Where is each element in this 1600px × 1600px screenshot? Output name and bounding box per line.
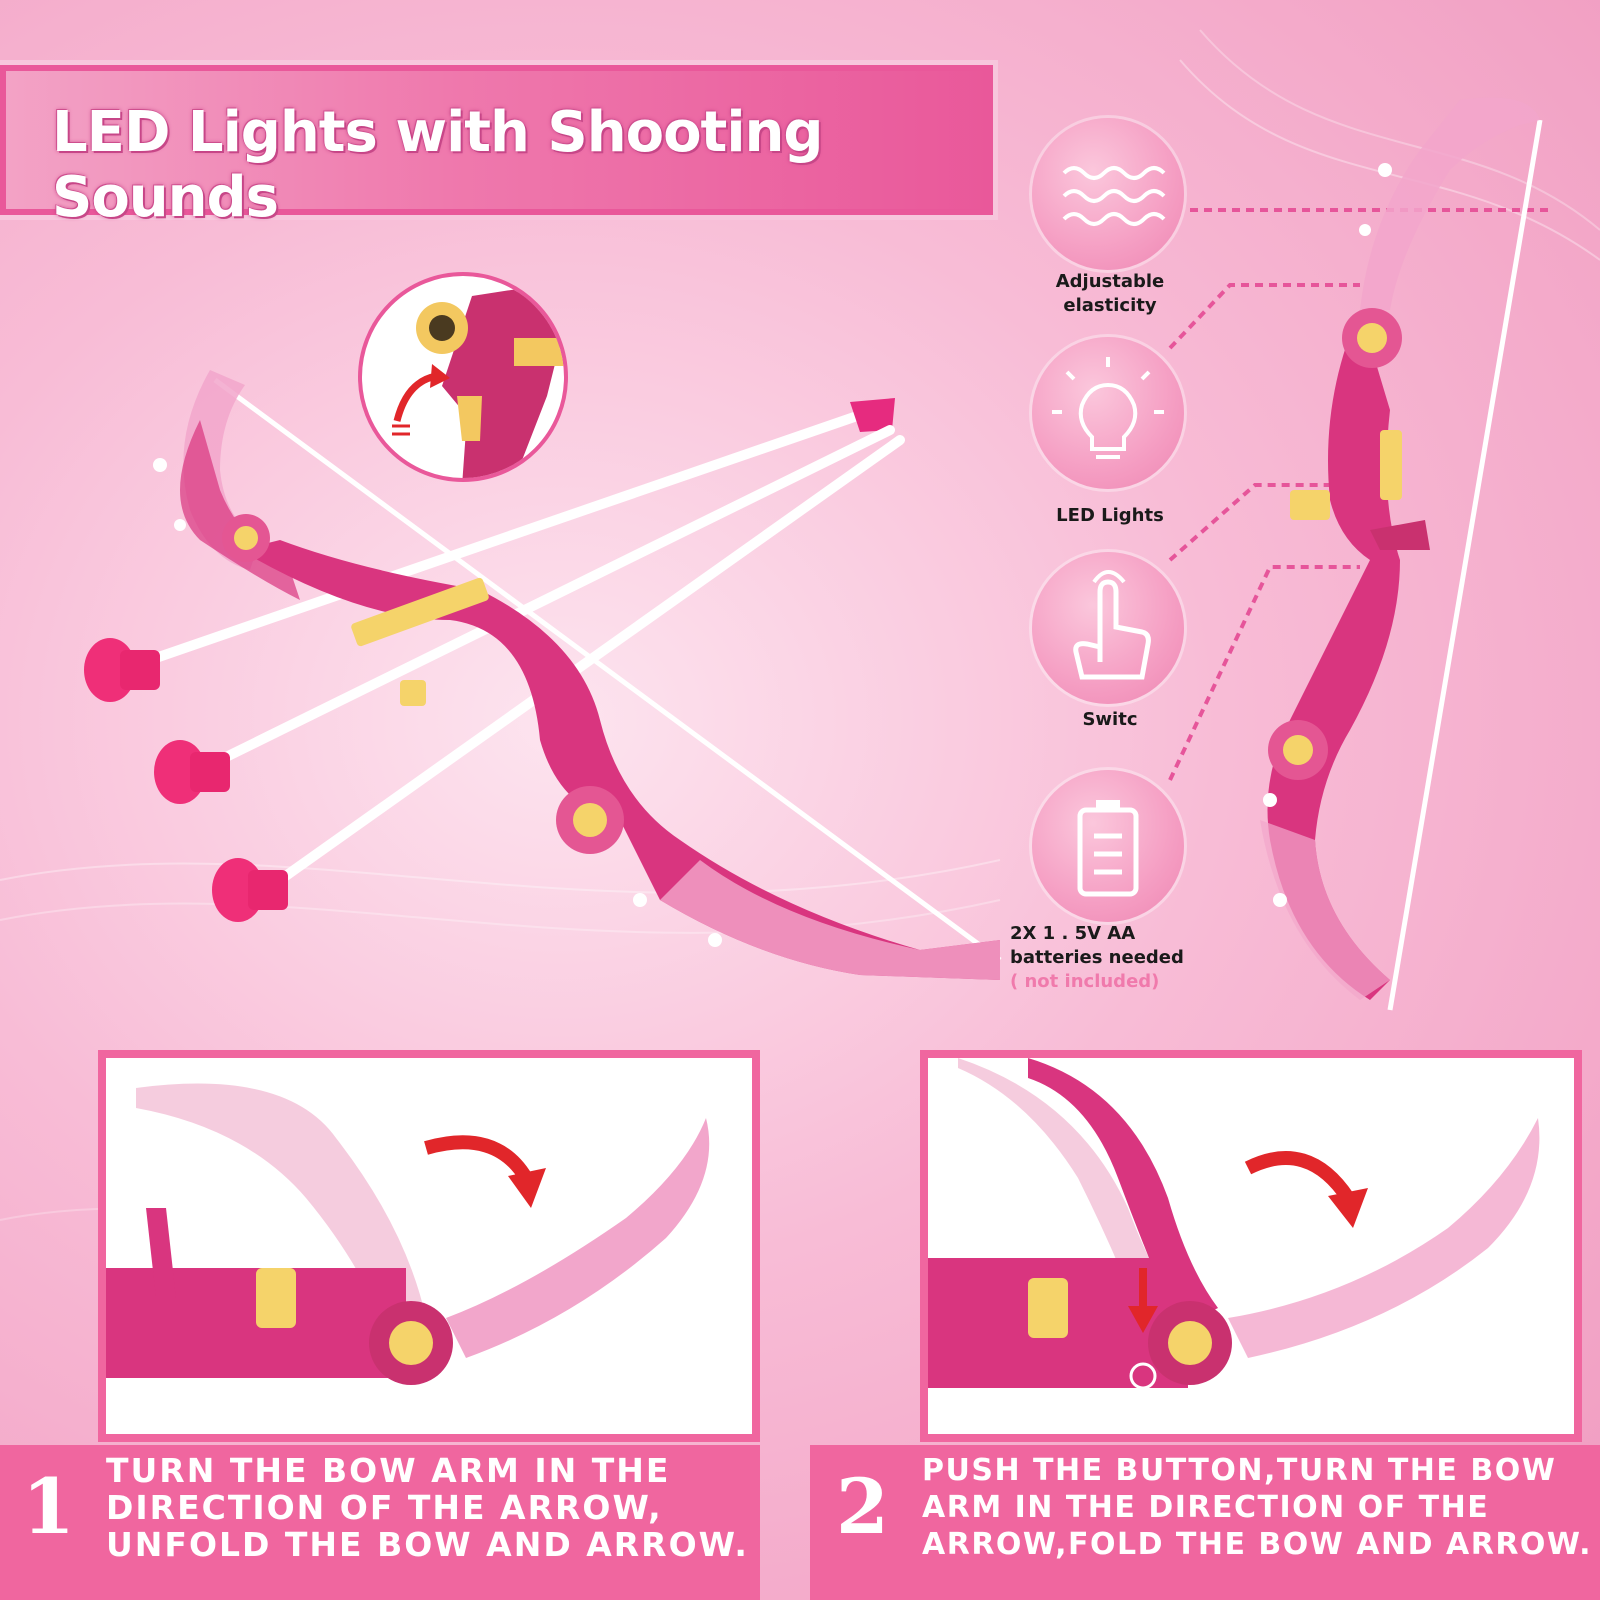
feature-label-battery-line1: 2X 1 . 5V AA xyxy=(1010,923,1136,944)
trigger-zoom-inset xyxy=(358,272,568,482)
feature-note-not-included: ( not included) xyxy=(1010,971,1160,992)
step-2-caption-line2: ARM IN THE DIRECTION OF THE xyxy=(922,1490,1490,1525)
trigger-illustration xyxy=(392,286,564,478)
sparkles xyxy=(153,458,722,947)
title-banner xyxy=(0,60,998,220)
step-2-caption-bar xyxy=(810,1445,1600,1600)
page-title: LED Lights with Shooting Sounds xyxy=(52,100,823,230)
feature-label-led: LED Lights xyxy=(1056,505,1164,526)
arrow-3 xyxy=(212,435,905,922)
step-2-caption-line3: ARROW,FOLD THE BOW AND ARROW. xyxy=(922,1527,1592,1562)
vertical-bow-illustration xyxy=(1168,97,1550,1011)
step-2-caption: PUSH THE BUTTON,TURN THE BOW ARM IN THE … xyxy=(922,1452,1592,1563)
step-1-panel xyxy=(98,1050,760,1442)
bow-string-vertical xyxy=(1387,119,1543,1011)
feature-circle-led xyxy=(1032,337,1184,489)
step-2-illustration xyxy=(928,1058,1540,1390)
step-2-caption-line1: PUSH THE BUTTON,TURN THE BOW xyxy=(922,1453,1557,1488)
step-1-caption-line2: DIRECTION OF THE ARROW, xyxy=(106,1488,663,1527)
step-1-caption: TURN THE BOW ARM IN THE DIRECTION OF THE… xyxy=(106,1452,756,1563)
bow-and-arrows-illustration xyxy=(84,370,1002,980)
step-1-caption-line1: TURN THE BOW ARM IN THE xyxy=(106,1451,671,1490)
step-1-photo xyxy=(106,1058,752,1434)
arrow-1 xyxy=(84,398,895,702)
feature-label-elasticity-line2: elasticity xyxy=(1063,295,1157,316)
feature-circle-switch xyxy=(1032,552,1184,704)
arrow-2 xyxy=(154,425,895,804)
touch-finger-icon xyxy=(1073,570,1151,680)
feature-label-switch: Switc xyxy=(1082,709,1138,730)
step-2-photo xyxy=(928,1058,1574,1434)
battery-icon xyxy=(1077,800,1139,897)
sparkles-vertical xyxy=(1263,163,1392,907)
step-1-number: 1 xyxy=(22,1462,75,1551)
step-1-caption-line3: UNFOLD THE BOW AND ARROW. xyxy=(106,1525,749,1564)
wave-icon xyxy=(1062,166,1166,226)
feature-circle-battery xyxy=(1032,770,1184,922)
light-bulb-icon xyxy=(1052,357,1164,459)
step-2-number: 2 xyxy=(836,1462,889,1551)
feature-label-elasticity-line1: Adjustable xyxy=(1055,271,1165,292)
feature-circle-elasticity xyxy=(1032,118,1184,270)
step-1-caption-bar xyxy=(0,1445,760,1600)
step-1-illustration xyxy=(106,1083,710,1385)
bow-string xyxy=(213,377,1002,963)
step-2-panel xyxy=(920,1050,1582,1442)
feature-label-battery-line2: batteries needed xyxy=(1010,947,1184,968)
